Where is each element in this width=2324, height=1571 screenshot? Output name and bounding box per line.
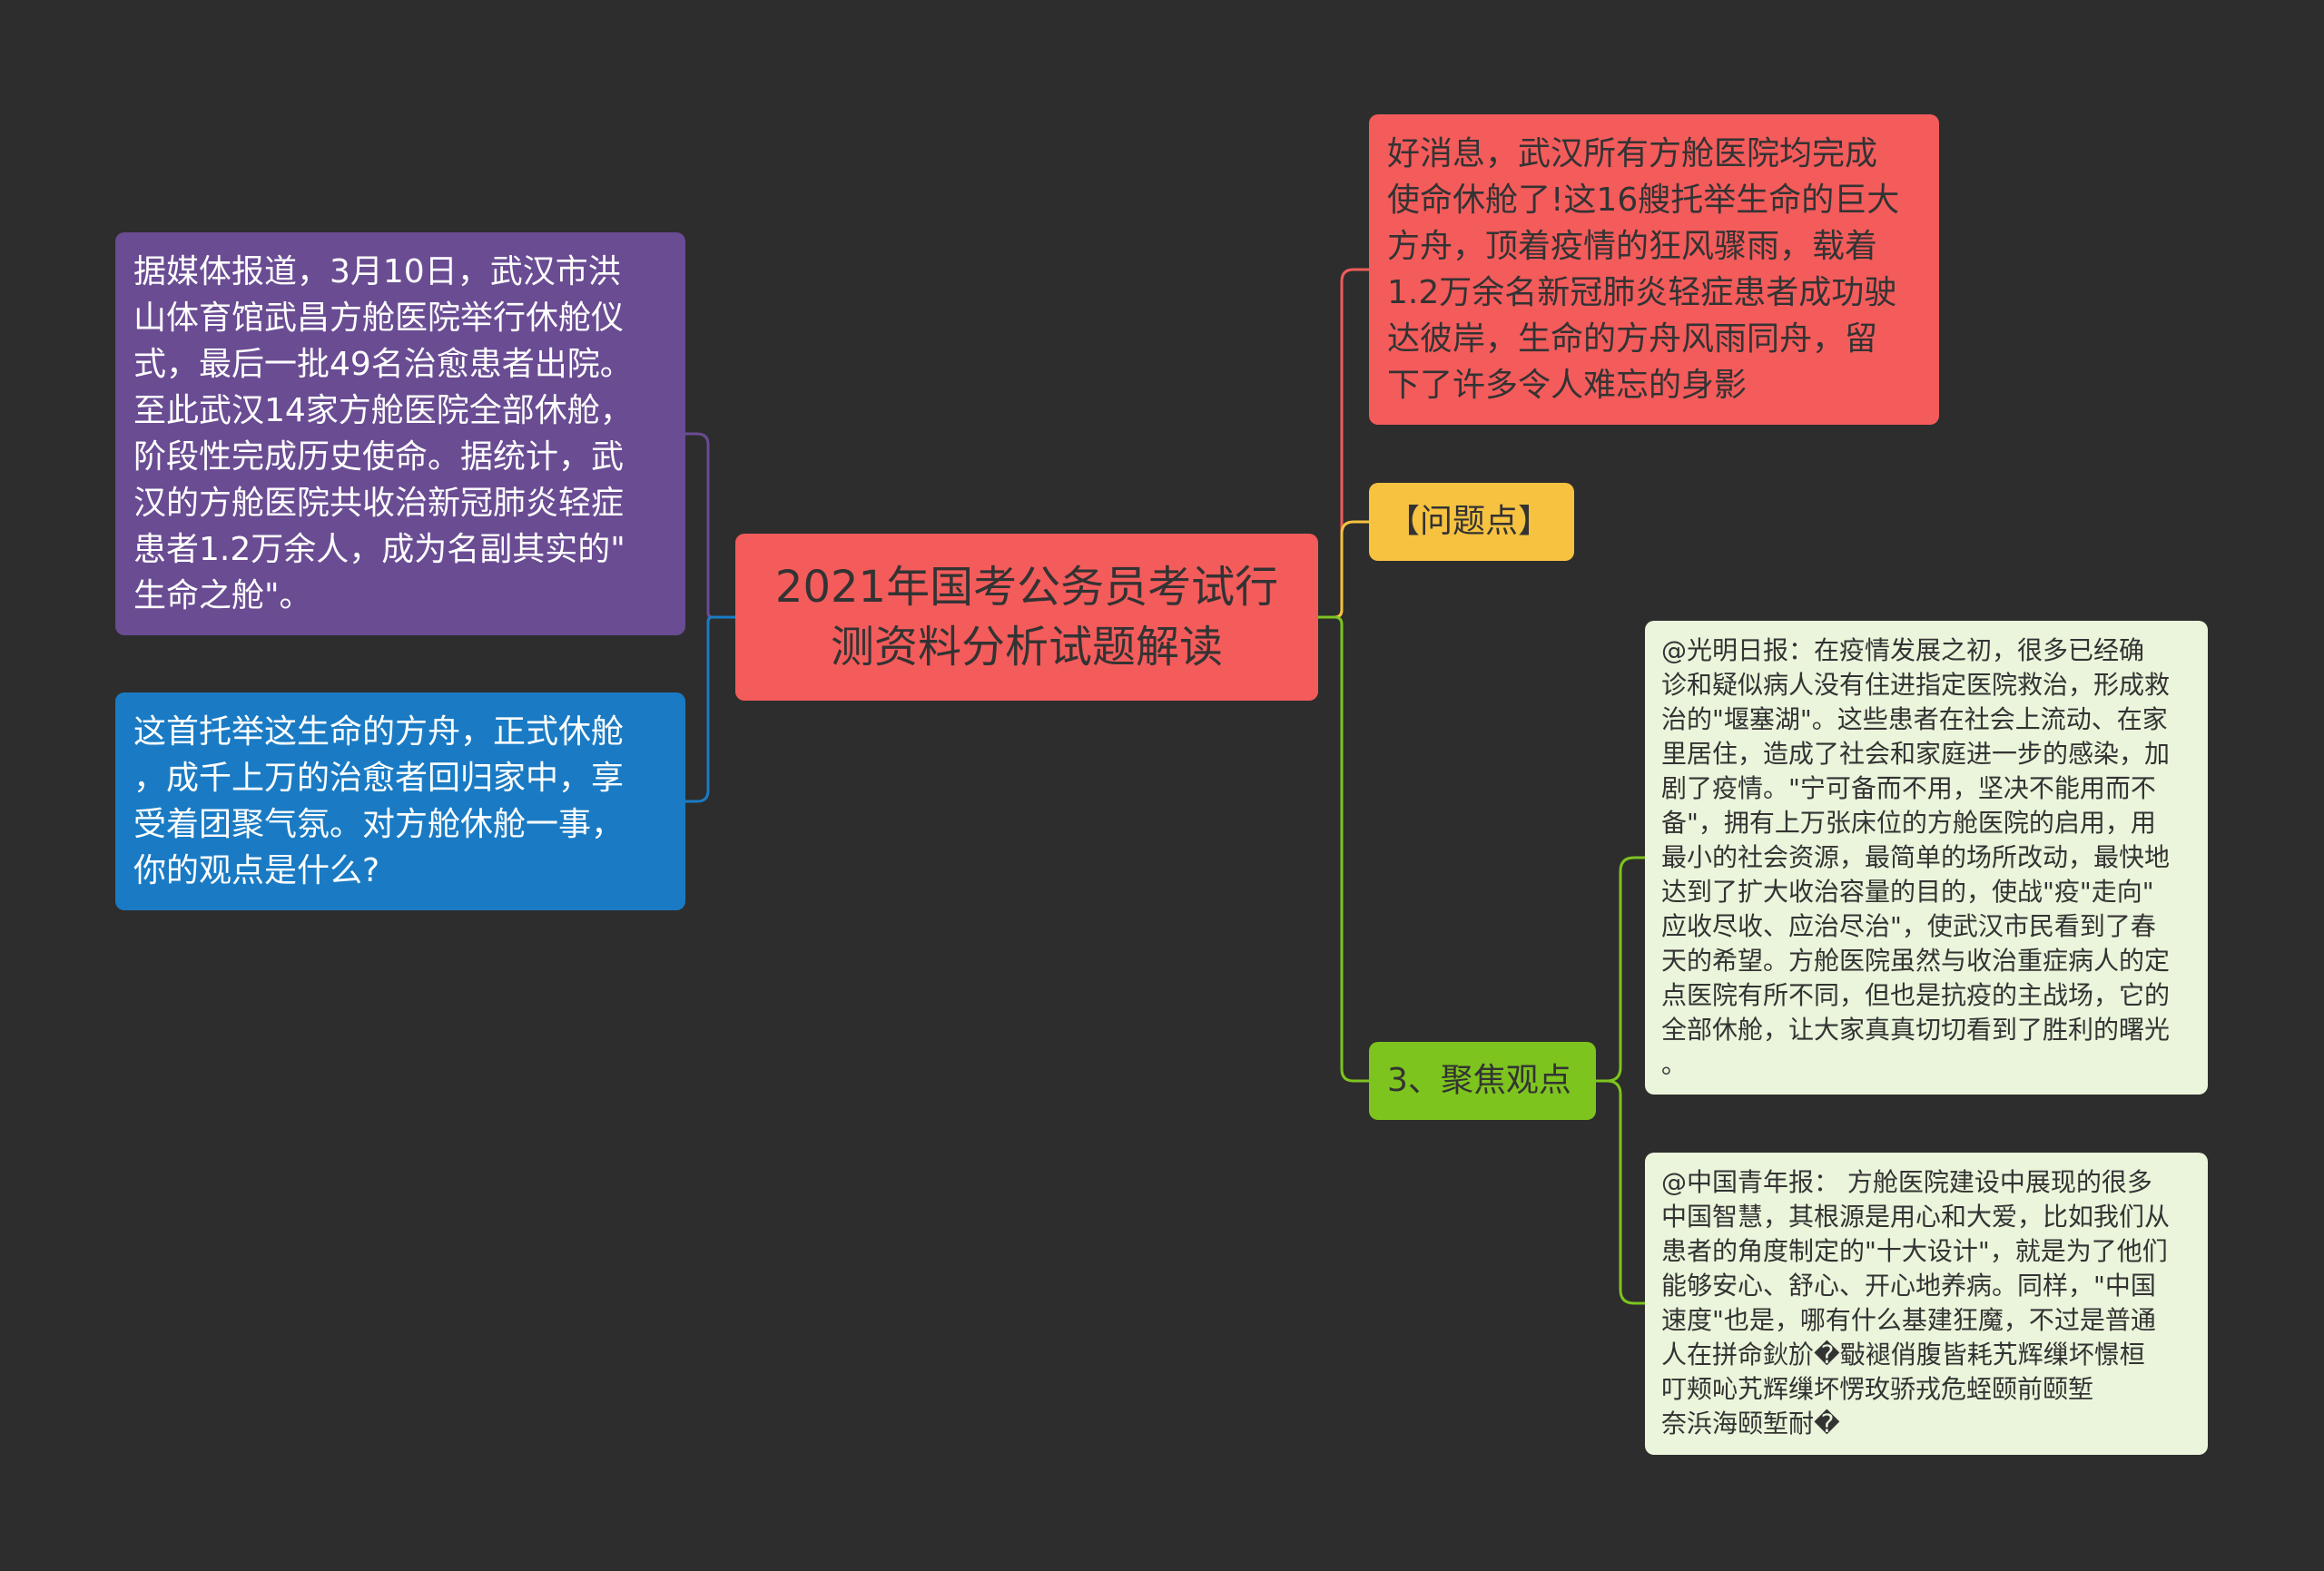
connector-center-focus — [1318, 615, 1369, 1083]
connector-center-right-top — [1318, 268, 1369, 619]
connector-center-left-bottom — [685, 615, 735, 803]
connector-center-wenti — [1318, 520, 1369, 619]
left-node-report[interactable]: 据媒体报道，3月10日，武汉市洪 山体育馆武昌方舱医院举行休舱仪 式，最后一批4… — [115, 232, 685, 635]
right-node-news[interactable]: 好消息，武汉所有方舱医院均完成 使命休舱了!这16艘托举生命的巨大 方舟，顶着疫… — [1369, 114, 1939, 425]
left-node-question[interactable]: 这首托举这生命的方舟，正式休舱 ，成千上万的治愈者回归家中，享 受着团聚气氛。对… — [115, 692, 685, 910]
leaf-node-guangming-daily[interactable]: @光明日报：在疫情发展之初，很多已经确 诊和疑似病人没有住进指定医院救治，形成救… — [1645, 621, 2208, 1095]
leaf-node-china-youth-daily[interactable]: @中国青年报： 方舱医院建设中展现的很多 中国智慧，其根源是用心和大爱，比如我们… — [1645, 1153, 2208, 1455]
right-node-question-point[interactable]: 【问题点】 — [1369, 483, 1574, 561]
central-topic[interactable]: 2021年国考公务员考试行 测资料分析试题解读 — [735, 534, 1318, 701]
right-node-focus-viewpoint[interactable]: 3、聚焦观点 — [1369, 1042, 1596, 1120]
connector-center-left-top — [685, 432, 735, 619]
connector-focus-leaf1 — [1596, 856, 1645, 1083]
connector-focus-leaf2 — [1596, 1079, 1645, 1305]
